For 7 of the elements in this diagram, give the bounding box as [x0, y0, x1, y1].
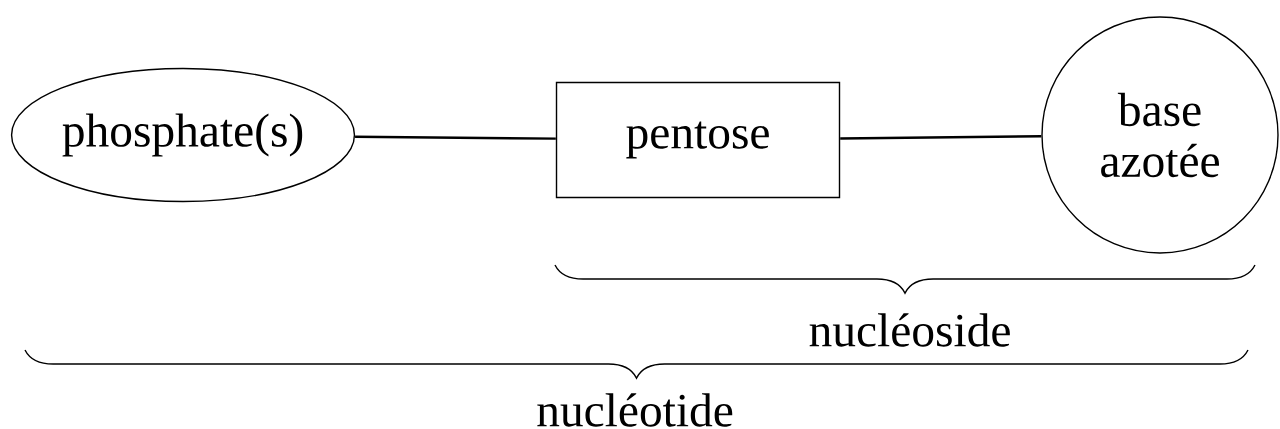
brace-label: nucléoside — [809, 313, 1010, 347]
circle-node: base azotée — [1041, 16, 1279, 254]
connector — [355, 135, 556, 140]
oval: phosphate(s) — [10, 67, 356, 203]
connector — [840, 135, 1042, 140]
process-box: pentose — [555, 81, 841, 199]
brace-label: nucléotide — [537, 393, 733, 427]
